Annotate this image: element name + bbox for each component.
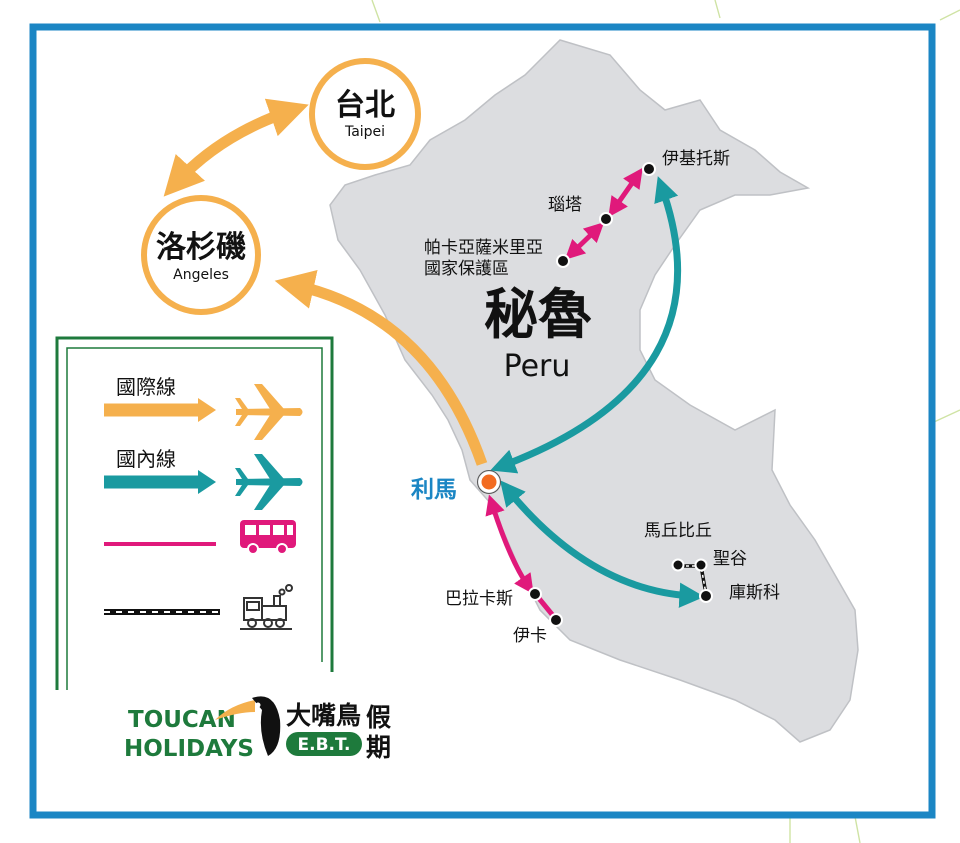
- iquitos-marker: [642, 162, 656, 176]
- toucan-icon: [215, 696, 281, 756]
- label-machu: 馬丘比丘: [644, 521, 712, 541]
- taipei-name-zh: 台北: [335, 88, 395, 123]
- machu-marker: [671, 558, 685, 572]
- toucan-holidays-logo: TOUCAN HOLIDAYS 大嘴鳥 假 E.B.T. 期: [55, 690, 410, 765]
- logo-zh-2: 假: [366, 703, 391, 732]
- label-lima: 利馬: [411, 477, 457, 503]
- ica-marker: [549, 613, 563, 627]
- place-markers: [477, 162, 713, 627]
- taipei-bubble: 台北 Taipei: [309, 58, 421, 170]
- logo-zh-3: 期: [366, 733, 391, 762]
- legend-domestic-label: 國內線: [116, 447, 176, 471]
- label-sacred-valley: 聖谷: [713, 549, 747, 569]
- taipei-name-en: Taipei: [344, 124, 385, 140]
- plane-icon-domestic: [235, 454, 303, 510]
- label-nauta: 瑙塔: [548, 195, 582, 215]
- label-ica: 伊卡: [513, 626, 547, 646]
- la-bubble: 洛杉磯 Angeles: [141, 195, 261, 315]
- bus-icon: [240, 520, 296, 555]
- legend: 國際線 國內線: [55, 336, 334, 750]
- route-lima-la: [274, 269, 488, 466]
- country-name-zh: 秘魯: [484, 283, 592, 346]
- legend-international-label: 國際線: [116, 375, 176, 399]
- pacaya-marker: [556, 254, 570, 268]
- route-lima-paracas: [485, 494, 534, 595]
- la-name-zh: 洛杉磯: [156, 230, 246, 265]
- label-pacaya-2: 國家保護區: [424, 259, 509, 279]
- logo-badge: E.B.T.: [298, 735, 351, 755]
- logo-line2: HOLIDAYS: [124, 736, 254, 762]
- route-taipei-la: [163, 98, 309, 197]
- label-pacaya-1: 帕卡亞薩米里亞: [424, 238, 543, 258]
- label-cusco: 庫斯科: [729, 583, 780, 603]
- cusco-marker: [699, 589, 713, 603]
- route-iquitos-nauta: [608, 167, 643, 218]
- label-iquitos: 伊基托斯: [662, 149, 730, 169]
- sacred-valley-marker: [694, 558, 708, 572]
- la-name-en: Angeles: [173, 267, 229, 283]
- route-lima-iquitos: [490, 176, 682, 474]
- label-paracas: 巴拉卡斯: [445, 589, 513, 609]
- logo-zh-1: 大嘴鳥: [286, 701, 361, 730]
- plane-icon: [235, 384, 303, 440]
- route-nauta-pacaya: [564, 222, 605, 260]
- country-name-en: Peru: [504, 349, 571, 384]
- logo-line1: TOUCAN: [128, 707, 236, 733]
- train-icon: [240, 584, 293, 630]
- nauta-marker: [599, 212, 613, 226]
- paracas-marker: [528, 587, 542, 601]
- lima-marker: [478, 471, 500, 493]
